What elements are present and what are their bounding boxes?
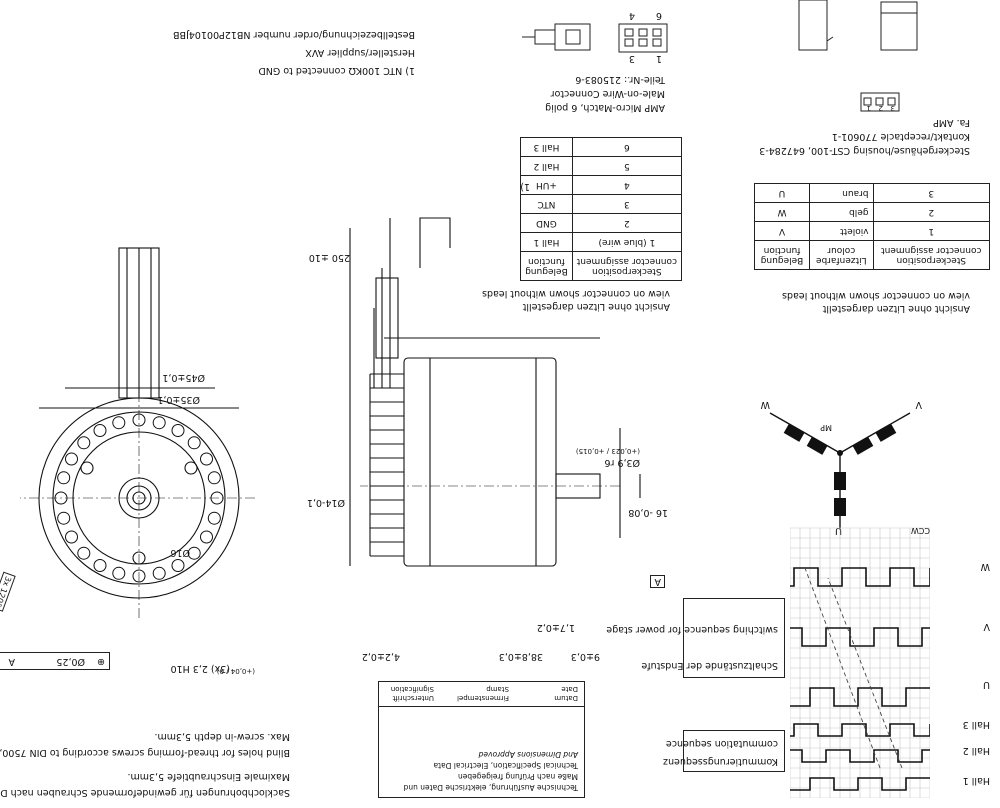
pin-label-6: 6 <box>655 10 662 21</box>
datum-a-side: A <box>650 575 665 588</box>
phase-v-label: V <box>915 399 923 410</box>
switching-chart <box>790 527 930 798</box>
pin2-label: 2 <box>878 104 883 112</box>
signal-label-w: W <box>980 561 990 572</box>
dim-shaft-16: 16 -0,08 <box>628 507 668 518</box>
table-row: 4+UH <box>520 175 682 195</box>
pin-label-4: 4 <box>628 10 635 21</box>
center-point-label: MP <box>820 423 832 432</box>
connector-6pin-sketch <box>522 23 591 51</box>
motor-front-view <box>20 247 255 618</box>
connector-6pin-front <box>618 23 668 53</box>
connector-3pin-side <box>880 1 918 51</box>
dim-4-2: 4,2±0,2 <box>361 651 400 662</box>
signal-label-u: U <box>983 679 990 690</box>
winding-star-diagram <box>769 412 911 530</box>
commutation-box: Kommutierungssequenz commutation sequenc… <box>663 730 785 772</box>
note-en-1: Blind holes for thread-forming screws ac… <box>0 747 290 758</box>
approval-box: Technische Ausführung, elektrische Daten… <box>378 681 585 798</box>
connector-3pin-note-en: view on connector shown without leads <box>782 290 970 301</box>
note-en-2: Max. screw-in depth 5,3mm. <box>154 731 290 742</box>
signal-label-hall2: Hall 2 <box>962 745 990 756</box>
dim-1-7: 1,7±0,2 <box>536 622 575 633</box>
connector-3pin-maker: Fa. AMP <box>933 117 970 128</box>
pin-label-1: 1 <box>655 53 662 64</box>
dim-d3-9: Ø3,9 r6 <box>604 457 640 468</box>
power-stage-box: Schaltzustände der Endstufe switching se… <box>606 598 785 678</box>
pin3-label: 3 <box>890 104 895 112</box>
connector-3pin-note-de: Ansicht ohne Litzen dargestellt <box>822 303 970 314</box>
dim-d3-9-tol: (+0,023 / +0,015) <box>575 447 640 455</box>
connector-3pin-housing: Steckergehäuse/housing CST-100, 647284-3 <box>759 145 970 156</box>
connector-3pin-front <box>798 0 834 51</box>
order-number-note: Bestellbezeichnung/order number NB12P001… <box>173 29 415 40</box>
dim-holes-tol: (+0,04 / 0) <box>216 667 255 675</box>
tolerance-symbol: ⊕ <box>97 656 105 667</box>
tolerance-value: Ø0,25 <box>56 656 85 667</box>
dim-9: 9±0,3 <box>570 651 600 662</box>
connector-6pin-type: AMP Micro-Match, 6 polig <box>545 102 665 113</box>
dim-d45: Ø45±0,1 <box>162 372 205 383</box>
dim-38-8: 38,8±0,3 <box>498 651 543 662</box>
connector-3pin-contact: Kontakt/receptacle 770601-1 <box>831 131 970 142</box>
motor-side-view <box>349 217 641 567</box>
pin-label-3: 3 <box>628 53 635 64</box>
ntc-note: 1) NTC 100KΩ connected to GND <box>258 65 415 76</box>
tolerance-datum: A <box>8 656 16 667</box>
connector-6pin-part: Teile-Nr.: 215083-6 <box>575 74 665 85</box>
phase-w-label: W <box>760 399 770 410</box>
signal-label-hall3: Hall 3 <box>962 719 990 730</box>
direction-label: CCW <box>910 526 930 535</box>
ntc-footnote: 1) <box>520 181 530 192</box>
pin1-label: 1 <box>866 104 871 112</box>
connector-3pin-pins <box>860 92 900 112</box>
dim-d14: Ø14-0,1 <box>306 497 345 508</box>
note-de-2: Maximale Einschraubtiefe 5,3mm. <box>127 771 290 782</box>
signal-label-hall1: Hall 1 <box>962 775 990 786</box>
dim-d35: Ø35±0,1 <box>157 394 200 405</box>
dim-d16: Ø16 <box>170 547 190 558</box>
connector-6pin-type2: Male-on-Wire Connector <box>550 88 665 99</box>
position-tolerance-frame: ⊕ Ø0,25 A <box>0 652 110 670</box>
dim-lead-length: 250 ±10 <box>308 252 350 263</box>
signal-label-v: V <box>983 621 991 632</box>
supplier-note: Hersteller/supplier AVX <box>305 47 415 58</box>
note-de-1: Sacklochbohrungen für gewindeformende Sc… <box>0 787 290 798</box>
